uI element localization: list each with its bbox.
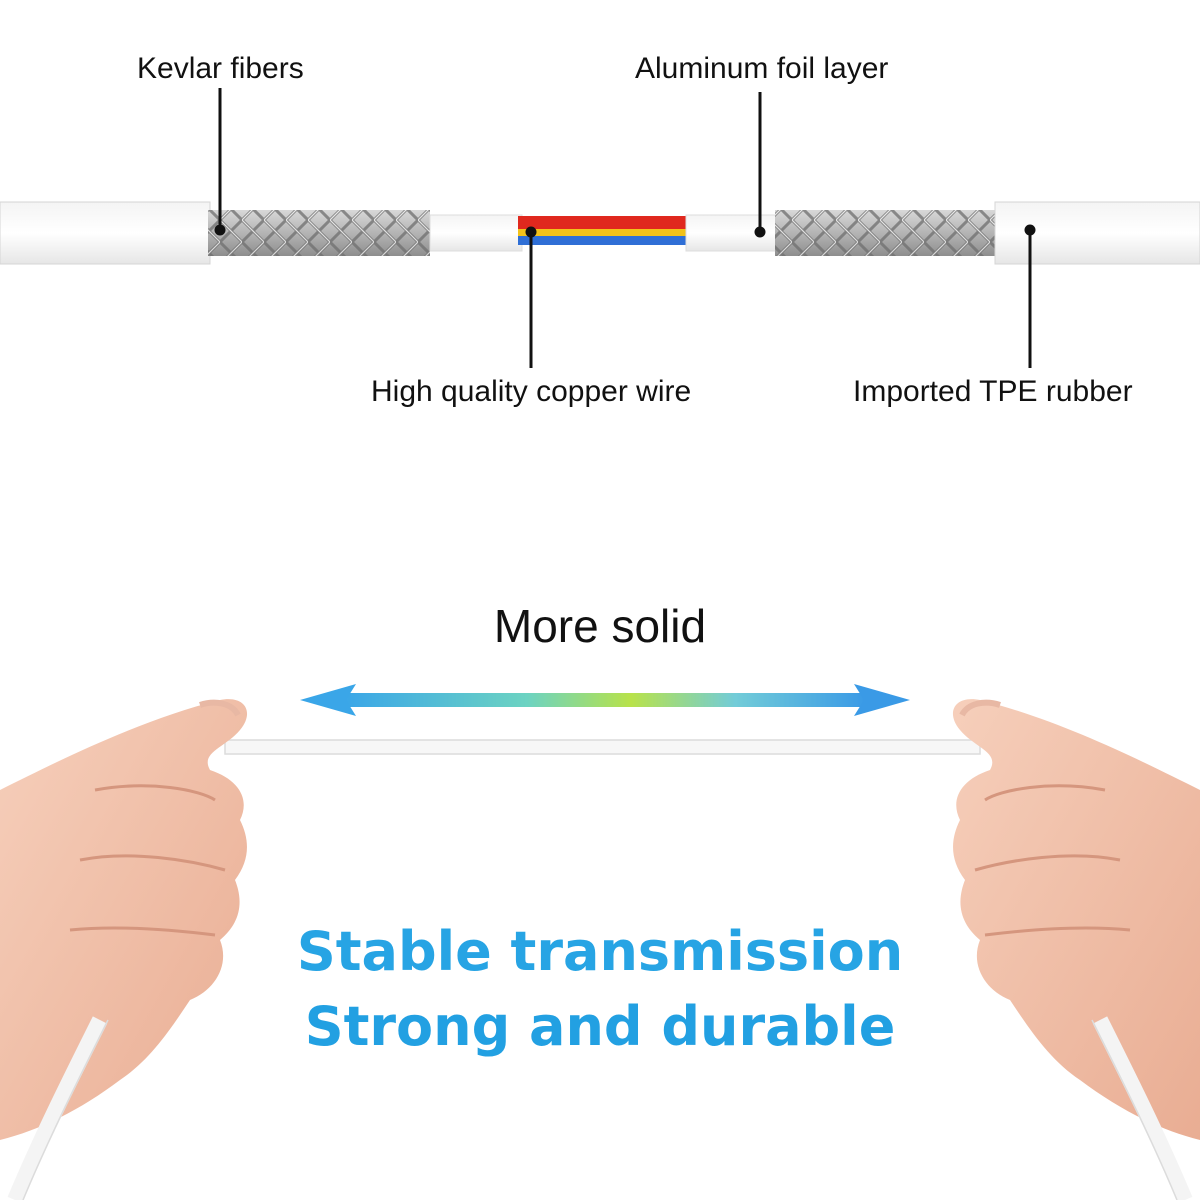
arrow-head-left	[300, 684, 356, 716]
cable-tail-right	[1092, 1016, 1193, 1200]
label-tpe-rubber: Imported TPE rubber	[853, 375, 1133, 408]
outer-jacket-left	[0, 201, 211, 265]
wire-yellow	[518, 229, 686, 236]
wire-blue	[518, 236, 686, 245]
cable-cutaway	[0, 201, 1200, 265]
headline-more-solid: More solid	[493, 600, 707, 652]
label-copper-wire: High quality copper wire	[371, 375, 692, 408]
double-arrow	[300, 684, 910, 716]
wire-red	[518, 216, 686, 229]
cable-tail-left	[7, 1016, 108, 1200]
right-hand	[952, 699, 1200, 1140]
slogan-line-1: Stable transmission	[296, 920, 904, 983]
label-aluminum-foil: Aluminum foil layer	[635, 52, 889, 85]
left-hand	[0, 699, 248, 1140]
leader-lines	[214, 88, 1036, 368]
arrow-head-right	[854, 684, 910, 716]
stretched-cable	[224, 739, 981, 755]
inner-sleeve-left	[429, 214, 523, 252]
slogan-line-2: Strong and durable	[304, 995, 896, 1058]
label-kevlar-fibers: Kevlar fibers	[137, 52, 304, 85]
copper-wires	[518, 216, 686, 245]
